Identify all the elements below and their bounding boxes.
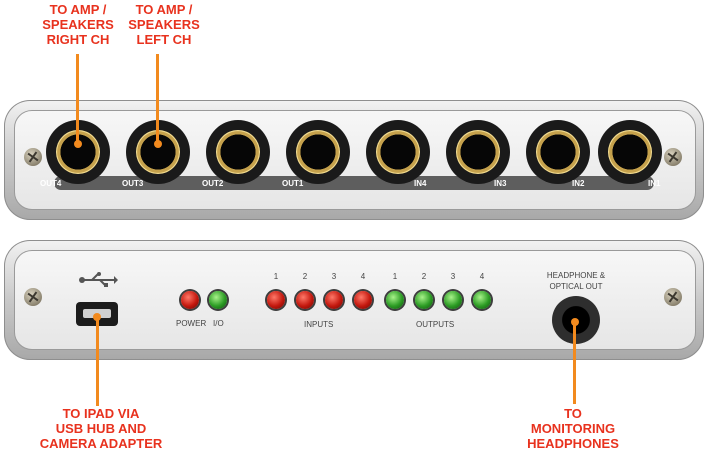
output-number: 2 [421,272,427,281]
leader-left-ch [156,54,159,142]
jack-ring [296,130,340,174]
leader-headphones [573,320,576,404]
input-number: 3 [331,272,337,281]
jack-label: OUT1 [282,179,304,188]
jack-ring [376,130,420,174]
output-number: 3 [450,272,456,281]
power-label: POWER [176,319,207,328]
screw-icon [24,148,42,166]
screw-icon [24,288,42,306]
leader-dot [571,318,579,326]
leader-dot [154,140,162,148]
screw-icon [664,148,682,166]
leader-dot [74,140,82,148]
output-led-4 [473,291,491,309]
input-number: 2 [302,272,308,281]
jack-in4[interactable] [366,120,430,184]
jack-label: IN2 [572,179,585,188]
output-number: 4 [479,272,485,281]
callout-headphones: TO MONITORING HEADPHONES [527,406,619,451]
jack-in3[interactable] [446,120,510,184]
leader-dot [93,313,101,321]
io-label: I/O [213,319,224,328]
input-number: 4 [360,272,366,281]
output-led-3 [444,291,462,309]
jack-label-bar [54,176,654,190]
jack-ring [216,130,260,174]
input-led-3 [325,291,343,309]
jack-label: IN1 [648,179,661,188]
output-led-2 [415,291,433,309]
input-led-4 [354,291,372,309]
usb-icon [79,272,118,287]
headphone-label: HEADPHONE & OPTICAL OUT [546,271,606,291]
jack-in2[interactable] [526,120,590,184]
jack-label: OUT4 [40,179,62,188]
power-led [181,291,199,309]
leader-right-ch [76,54,79,142]
leader-ipad [96,316,99,406]
jack-out1[interactable] [286,120,350,184]
callout-left-ch: TO AMP / SPEAKERS LEFT CH [128,2,200,47]
io-led [209,291,227,309]
input-number: 1 [273,272,279,281]
output-led-1 [386,291,404,309]
jack-in1[interactable] [598,120,662,184]
jack-label: IN3 [494,179,507,188]
screw-icon [664,288,682,306]
inputs-label: INPUTS [304,320,334,329]
jack-ring [536,130,580,174]
output-number: 1 [392,272,398,281]
jack-label: IN4 [414,179,427,188]
input-led-1 [267,291,285,309]
jack-label: OUT2 [202,179,224,188]
jack-out2[interactable] [206,120,270,184]
callout-ipad: TO IPAD VIA USB HUB AND CAMERA ADAPTER [39,406,163,451]
jack-label: OUT3 [122,179,144,188]
jack-ring [456,130,500,174]
front-panel-face [14,110,696,210]
input-led-2 [296,291,314,309]
outputs-label: OUTPUTS [416,320,455,329]
callout-right-ch: TO AMP / SPEAKERS RIGHT CH [42,2,114,47]
jack-ring [608,130,652,174]
